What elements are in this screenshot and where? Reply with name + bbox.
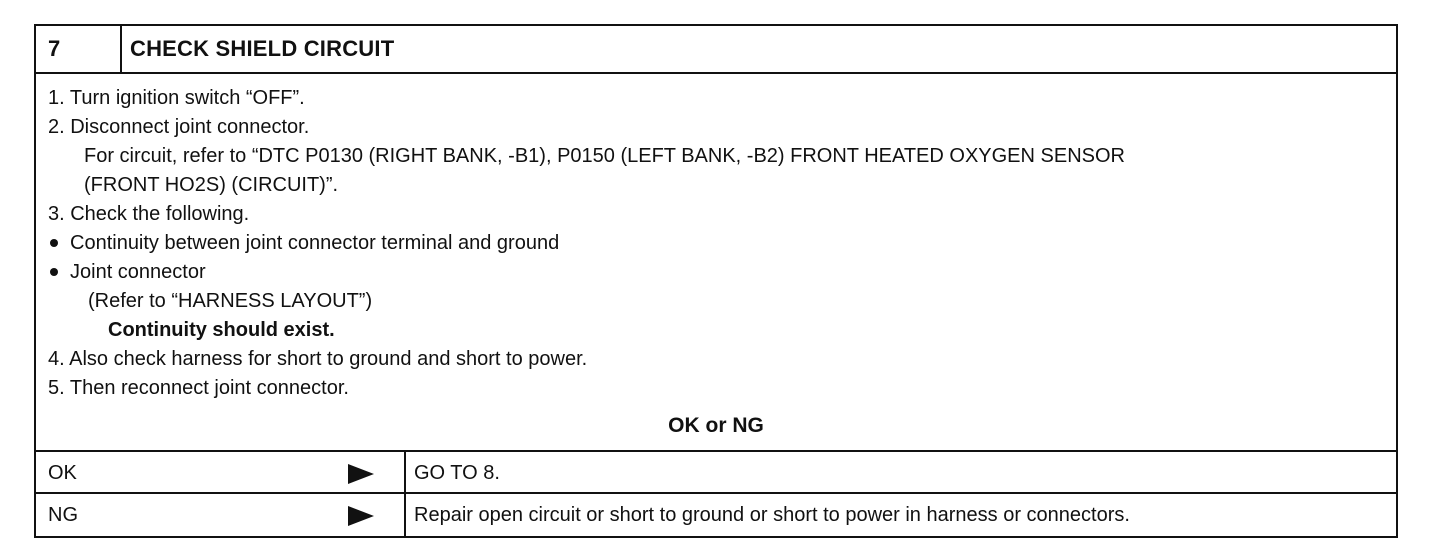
bullet-text: Joint connector <box>70 261 206 283</box>
result-action: GO TO 8. <box>414 462 500 484</box>
result-row-ok: OK GO TO 8. <box>36 450 1396 494</box>
instruction-line: For circuit, refer to “DTC P0130 (RIGHT … <box>84 145 1125 167</box>
procedure-body: 1. Turn ignition switch “OFF”. 2. Discon… <box>48 84 1125 403</box>
step-title: CHECK SHIELD CIRCUIT <box>130 36 395 61</box>
header-divider <box>120 26 122 72</box>
bullet-text: Continuity between joint connector termi… <box>70 232 560 254</box>
instruction-line: (Refer to “HARNESS LAYOUT”) <box>88 290 373 312</box>
bullet-icon <box>50 238 58 247</box>
result-heading: OK or NG <box>668 414 764 437</box>
bullet-icon <box>50 267 58 276</box>
procedure-table: 7 CHECK SHIELD CIRCUIT 1. Turn ignition … <box>34 24 1398 538</box>
step-header: 7 CHECK SHIELD CIRCUIT <box>36 26 1396 74</box>
result-row-ng: NG Repair open circuit or short to groun… <box>36 492 1396 538</box>
row-divider <box>404 494 406 538</box>
step-number: 7 <box>48 36 61 61</box>
result-action: Repair open circuit or short to ground o… <box>414 504 1130 526</box>
instruction-line: 1. Turn ignition switch “OFF”. <box>48 87 305 109</box>
instruction-line: 5. Then reconnect joint connector. <box>48 377 349 399</box>
expected-result: Continuity should exist. <box>108 319 335 341</box>
bullet-item: Joint connector <box>48 258 1125 287</box>
result-label: NG <box>48 504 78 526</box>
instruction-line: 2. Disconnect joint connector. <box>48 116 310 138</box>
row-divider <box>404 452 406 494</box>
arrow-right-icon <box>348 506 374 526</box>
instruction-line: (FRONT HO2S) (CIRCUIT)”. <box>84 174 339 196</box>
result-label: OK <box>48 462 77 484</box>
bullet-item: Continuity between joint connector termi… <box>48 229 1125 258</box>
instruction-line: 4. Also check harness for short to groun… <box>48 348 588 370</box>
arrow-right-icon <box>348 464 374 484</box>
instruction-line: 3. Check the following. <box>48 203 250 225</box>
